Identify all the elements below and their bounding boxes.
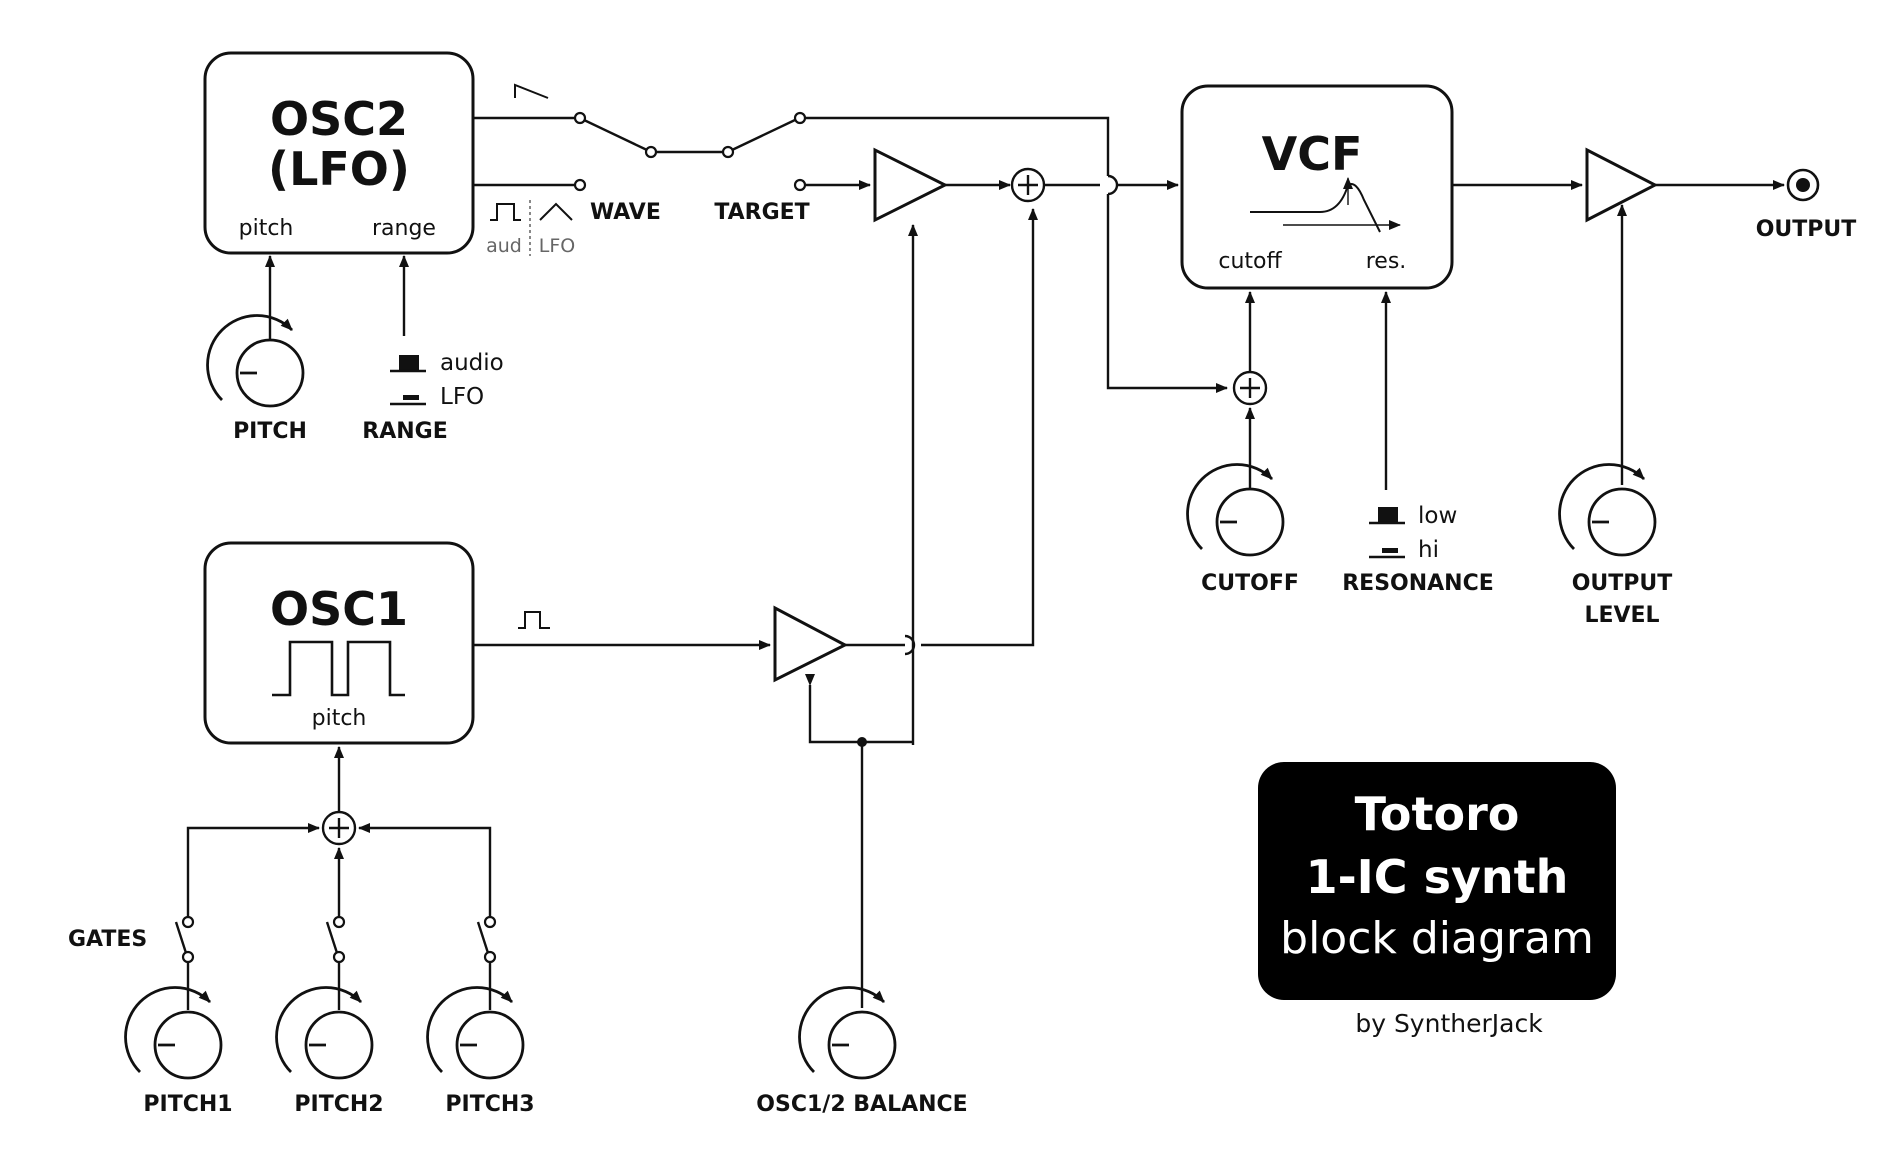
saw-terminal <box>573 111 587 125</box>
wave-switch-lever[interactable] <box>583 118 648 152</box>
pitch3-knob[interactable] <box>426 986 525 1080</box>
wire-hop <box>1107 174 1119 196</box>
range-label: RANGE <box>362 419 447 444</box>
resonance-option-low: low <box>1418 503 1457 529</box>
osc2-vca <box>873 147 949 223</box>
cutoff-label: CUTOFF <box>1201 571 1299 596</box>
osc2-title-line2: (LFO) <box>268 142 410 196</box>
osc1-title: OSC1 <box>270 582 408 636</box>
balance-label: OSC1/2 BALANCE <box>756 1092 967 1117</box>
osc2-block: OSC2 (LFO) pitch range <box>203 51 475 255</box>
gates-label: GATES <box>68 927 147 952</box>
vcf-block: VCF cutoff res. <box>1180 84 1454 290</box>
range-switch[interactable] <box>390 355 426 406</box>
title-card-line2: 1-IC synth <box>1306 850 1569 904</box>
gate2-top-terminal <box>332 915 346 929</box>
pitch-sum-node <box>321 810 357 846</box>
target-to-cutoff-sum <box>1106 194 1228 393</box>
gate1-top-terminal <box>181 915 195 929</box>
saw-wave-icon <box>514 83 549 99</box>
osc2-title-line1: OSC2 <box>270 92 408 146</box>
target-switch-pivot <box>721 145 735 159</box>
osc1-block: OSC1 pitch <box>203 541 475 745</box>
range-option-lfo: LFO <box>440 384 484 410</box>
pitch-knob[interactable] <box>206 314 305 408</box>
vcf-res-port: res. <box>1366 249 1407 274</box>
pitch-label: PITCH <box>233 419 307 444</box>
output-level-knob[interactable] <box>1558 463 1657 557</box>
square-wave-icon <box>490 203 521 221</box>
vcf-cutoff-port: cutoff <box>1218 249 1282 274</box>
output-jack[interactable] <box>1786 168 1820 202</box>
balance-to-main-sum <box>921 208 1038 647</box>
osc1-pitch-port: pitch <box>312 706 367 731</box>
range-option-audio: audio <box>440 350 504 376</box>
gate3-line <box>358 823 492 918</box>
output-level-label-line1: OUTPUT <box>1572 571 1673 596</box>
wave-label: WAVE <box>590 200 661 225</box>
triangle-wave-icon <box>539 202 573 221</box>
pitch2-knob[interactable] <box>275 986 374 1080</box>
gate1-line <box>186 823 320 918</box>
osc1-square-wave-icon <box>272 640 405 697</box>
title-card-line3: block diagram <box>1280 913 1594 964</box>
author-credit: by SyntherJack <box>1355 1009 1543 1038</box>
gate3-switch[interactable] <box>476 921 490 954</box>
gate1-switch[interactable] <box>174 921 188 954</box>
balance-vca <box>773 605 849 683</box>
gate1-bottom-terminal <box>181 950 195 964</box>
cutoff-knob[interactable] <box>1186 463 1285 557</box>
resonance-switch[interactable] <box>1369 507 1405 559</box>
gate3-bottom-terminal <box>483 950 497 964</box>
target-route-top <box>805 116 1110 176</box>
title-card: Totoro 1-IC synth block diagram <box>1258 762 1616 1000</box>
pitch3-label: PITCH3 <box>445 1092 534 1117</box>
pitch1-knob[interactable] <box>124 986 223 1080</box>
gate2-switch[interactable] <box>325 921 339 954</box>
osc2-range-port: range <box>372 216 436 241</box>
target-vcf-terminal <box>793 111 807 125</box>
balance-knob[interactable] <box>798 986 897 1080</box>
wave-terminal <box>573 178 587 192</box>
title-card-line1: Totoro <box>1355 787 1520 841</box>
pitch2-label: PITCH2 <box>294 1092 383 1117</box>
output-level-label-line2: LEVEL <box>1584 603 1659 628</box>
output-label: OUTPUT <box>1756 217 1857 242</box>
main-sum-node <box>1010 167 1046 203</box>
wave-option-aud: aud <box>486 235 522 257</box>
resonance-option-hi: hi <box>1418 537 1439 563</box>
gate2-bottom-terminal <box>332 950 346 964</box>
pitch1-label: PITCH1 <box>143 1092 232 1117</box>
target-amp-terminal <box>793 178 807 192</box>
wave-switch-pivot <box>644 145 658 159</box>
resonance-label: RESONANCE <box>1342 571 1494 596</box>
cutoff-sum-node <box>1232 370 1268 406</box>
output-vca <box>1585 147 1659 223</box>
osc1-square-out-icon <box>518 611 550 629</box>
wave-option-lfo: LFO <box>539 235 575 257</box>
target-label: TARGET <box>714 200 809 225</box>
balance-feedback-line <box>805 674 913 744</box>
vcf-title: VCF <box>1262 127 1363 181</box>
osc2-pitch-port: pitch <box>239 216 294 241</box>
target-switch-lever[interactable] <box>731 118 796 152</box>
gate3-top-terminal <box>483 915 497 929</box>
